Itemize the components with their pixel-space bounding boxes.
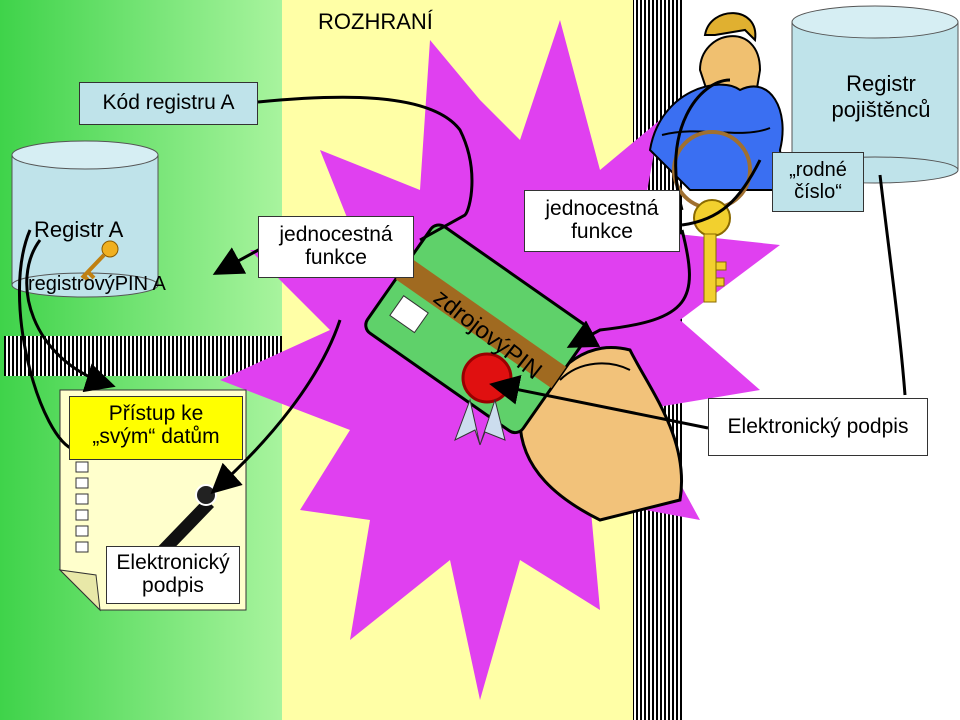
hand-icon	[518, 346, 683, 522]
one-way-function-center-line1: jednocestná	[545, 197, 659, 220]
one-way-function-left-line2: funkce	[305, 246, 367, 270]
access-line2: „svým“ datům	[92, 425, 220, 449]
one-way-function-center-line2: funkce	[571, 220, 633, 244]
title-label: ROZHRANÍ	[318, 9, 433, 34]
signature-box-left: Elektronický podpis	[106, 546, 240, 604]
access-box: Přístup ke „svým“ datům	[69, 396, 243, 460]
one-way-function-box-center: jednocestná funkce	[524, 190, 680, 252]
small-key-icon	[80, 240, 119, 282]
insured-registry-label-line2: pojištěnců	[831, 97, 931, 122]
insured-registry-label-line1: Registr	[846, 71, 916, 96]
birth-number-line1: „rodné	[789, 159, 847, 181]
access-line1: Přístup ke	[108, 402, 204, 425]
horizontal-fence	[4, 336, 282, 376]
checkbox-list	[75, 461, 89, 553]
one-way-function-box-left: jednocestná funkce	[258, 216, 414, 278]
key-ring-icon	[672, 130, 752, 303]
signature-left-line1: Elektronický	[116, 551, 230, 574]
birth-number-box: „rodné číslo“	[772, 152, 864, 212]
seal-icon	[454, 352, 513, 446]
one-way-function-left-line1: jednocestná	[279, 223, 393, 246]
registry-code-label: Kód registru A	[102, 91, 235, 114]
registry-a-label: Registr A	[34, 217, 124, 242]
registry-code-box: Kód registru A	[79, 82, 258, 125]
birth-number-line2: číslo“	[794, 181, 842, 203]
registry-pin-label: registrovýPIN A	[28, 273, 166, 295]
signature-right-label: Elektronický podpis	[727, 415, 909, 438]
signature-left-line2: podpis	[142, 574, 204, 598]
signature-box-right: Elektronický podpis	[708, 398, 928, 456]
registry-insured-cylinder	[791, 5, 959, 184]
connector-lines	[17, 78, 907, 495]
